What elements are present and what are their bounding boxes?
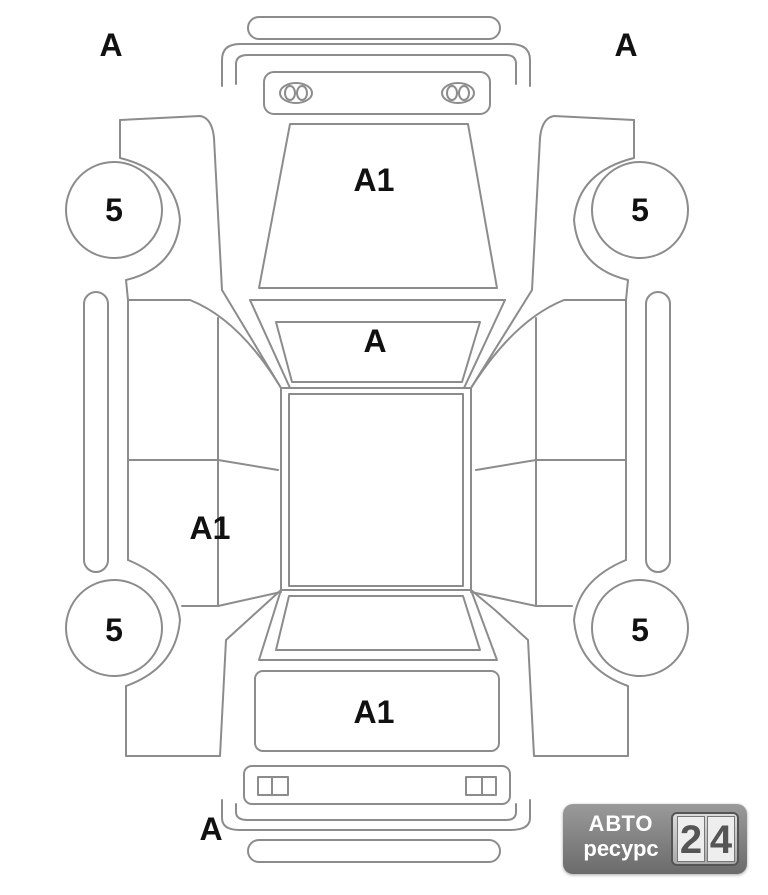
label-wheel-front-right: 5 bbox=[631, 192, 649, 228]
wheel-rear-left bbox=[65, 579, 163, 677]
left-side bbox=[83, 115, 282, 757]
label-left-side: A1 bbox=[189, 510, 231, 546]
label-wheel-front-left: 5 bbox=[105, 192, 123, 228]
hood bbox=[249, 123, 506, 301]
wheel-rear-right bbox=[591, 579, 689, 677]
logo-text-bottom: ресурс bbox=[583, 836, 659, 861]
front-bumper bbox=[221, 16, 531, 87]
label-hood: A1 bbox=[353, 162, 395, 198]
label-top-left: A bbox=[99, 27, 123, 63]
logo-text: АВТО ресурс bbox=[573, 812, 669, 862]
rear-bumper bbox=[221, 765, 531, 863]
trunk bbox=[254, 670, 500, 752]
logo-digits: 2 4 bbox=[671, 812, 739, 866]
logo-text-top: АВТО bbox=[588, 811, 654, 836]
front-grille bbox=[263, 71, 491, 115]
avtoresurs-logo: АВТО ресурс 2 4 bbox=[563, 804, 747, 874]
label-top-right: A bbox=[614, 27, 638, 63]
roof bbox=[280, 387, 472, 591]
label-wheel-rear-left: 5 bbox=[105, 612, 123, 648]
label-bottom-left: A bbox=[199, 811, 223, 847]
wheel-front-right bbox=[591, 161, 689, 259]
label-wheel-rear-right: 5 bbox=[631, 612, 649, 648]
rear-window bbox=[258, 589, 498, 661]
logo-digit-1: 2 bbox=[677, 816, 705, 862]
wheel-front-left bbox=[65, 161, 163, 259]
right-side bbox=[470, 115, 671, 757]
label-trunk: A1 bbox=[353, 694, 395, 730]
label-windshield: A bbox=[363, 323, 387, 359]
logo-digit-2: 4 bbox=[707, 816, 735, 862]
